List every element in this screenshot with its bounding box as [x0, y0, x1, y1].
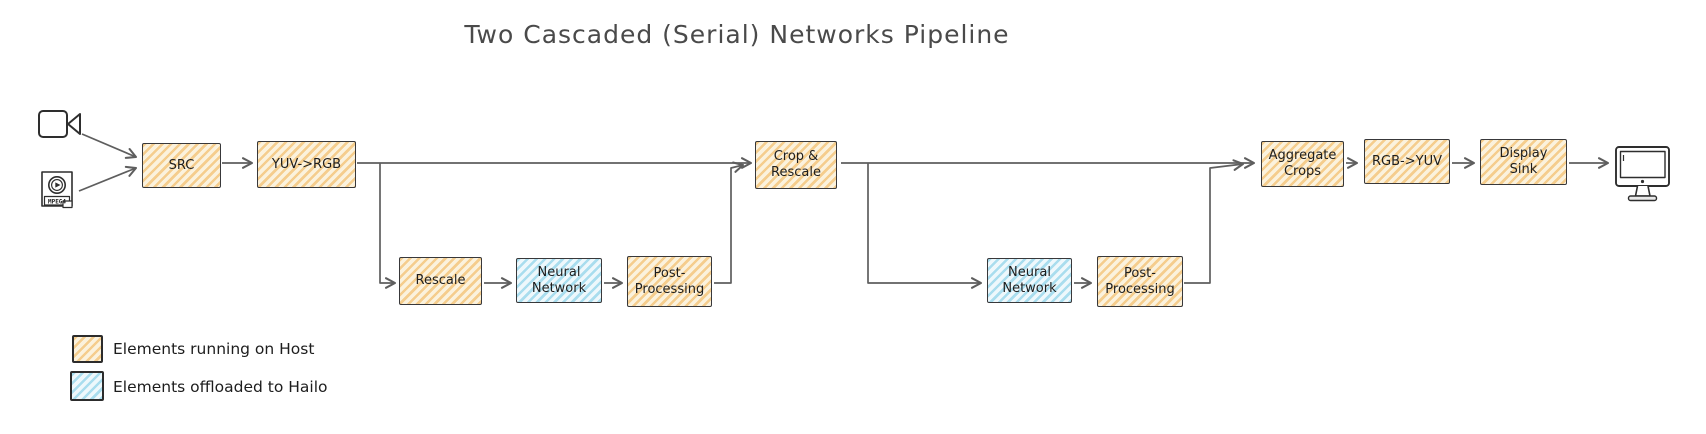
node-neural-network-1: Neural Network [516, 258, 602, 303]
node-post-processing-2: Post-Processing [1097, 256, 1183, 307]
mpeg4-file-icon: MPEG4 [41, 171, 73, 209]
wire-pp2-return-to-aggregate [1184, 159, 1245, 284]
wire-branch1-to-rescale [379, 163, 397, 289]
wire-file-to-src [78, 165, 138, 192]
legend-label-hailo: Elements offloaded to Hailo [113, 378, 328, 396]
node-display-sink: Display Sink [1480, 139, 1567, 185]
node-crop-and-rescale: Crop & Rescale [755, 141, 837, 189]
legend-label-host: Elements running on Host [113, 340, 315, 358]
node-aggregate-crops: Aggregate Crops [1261, 141, 1344, 187]
diagram-title: Two Cascaded (Serial) Networks Pipeline [464, 20, 1010, 49]
mpeg4-file-label: MPEG4 [48, 199, 66, 206]
wire-branch2-to-nn2 [867, 163, 983, 289]
wire-pp1-return-to-crop [714, 161, 745, 284]
wire-camera-to-src [81, 133, 138, 159]
video-camera-icon [38, 110, 81, 138]
legend-swatch-host [72, 335, 103, 363]
node-post-processing-1: Post-Processing [627, 256, 712, 307]
node-yuv-to-rgb: YUV->RGB [257, 141, 356, 188]
monitor-icon [1615, 146, 1670, 202]
node-rescale: Rescale [399, 257, 482, 305]
node-rgb-to-yuv: RGB->YUV [1364, 139, 1450, 184]
legend-swatch-hailo [70, 371, 104, 401]
node-neural-network-2: Neural Network [987, 258, 1072, 303]
node-src: SRC [142, 143, 221, 188]
